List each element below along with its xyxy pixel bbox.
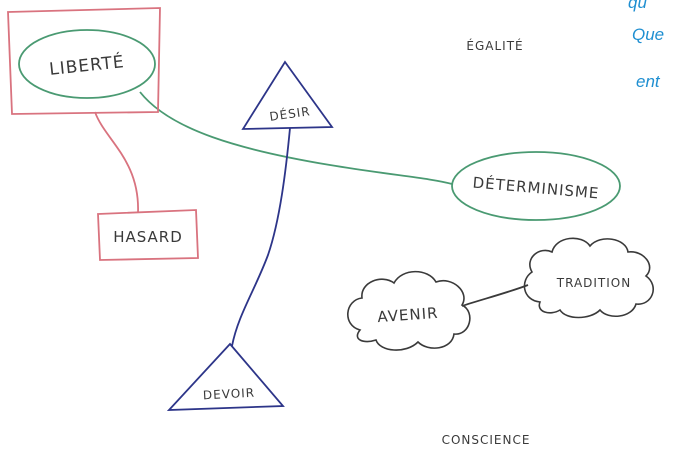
desir-label: DÉSIR: [268, 103, 311, 124]
avenir-cloud: [347, 270, 471, 351]
liberte-label: LIBERTÉ: [48, 50, 125, 80]
link-liberte-hasard: [94, 111, 139, 214]
liberte-ellipse: [18, 29, 156, 99]
tradition-cloud: [523, 237, 655, 319]
link-avenir-tradition: [461, 284, 529, 307]
devoir-triangle: [166, 342, 285, 411]
desir-triangle: [241, 60, 334, 130]
determinisme-label: DÉTERMINISME: [472, 173, 600, 203]
side-text-line-2: Que: [632, 25, 665, 44]
determinisme-ellipse: [451, 151, 621, 221]
conscience-label: CONSCIENCE: [442, 433, 531, 447]
side-text-line-3: ent: [636, 72, 660, 91]
link-liberte-determinisme: [139, 91, 453, 185]
hasard-box: [97, 209, 199, 261]
hasard-label: HASARD: [113, 228, 183, 246]
liberte-frame: [7, 7, 161, 115]
tradition-label: TRADITION: [556, 276, 631, 290]
side-text-line-1: qu: [628, 0, 647, 12]
link-desir-devoir: [231, 127, 291, 347]
devoir-label: DEVOIR: [203, 386, 256, 403]
avenir-label: AVENIR: [377, 304, 439, 326]
egalite-label: ÉGALITÉ: [466, 38, 523, 53]
